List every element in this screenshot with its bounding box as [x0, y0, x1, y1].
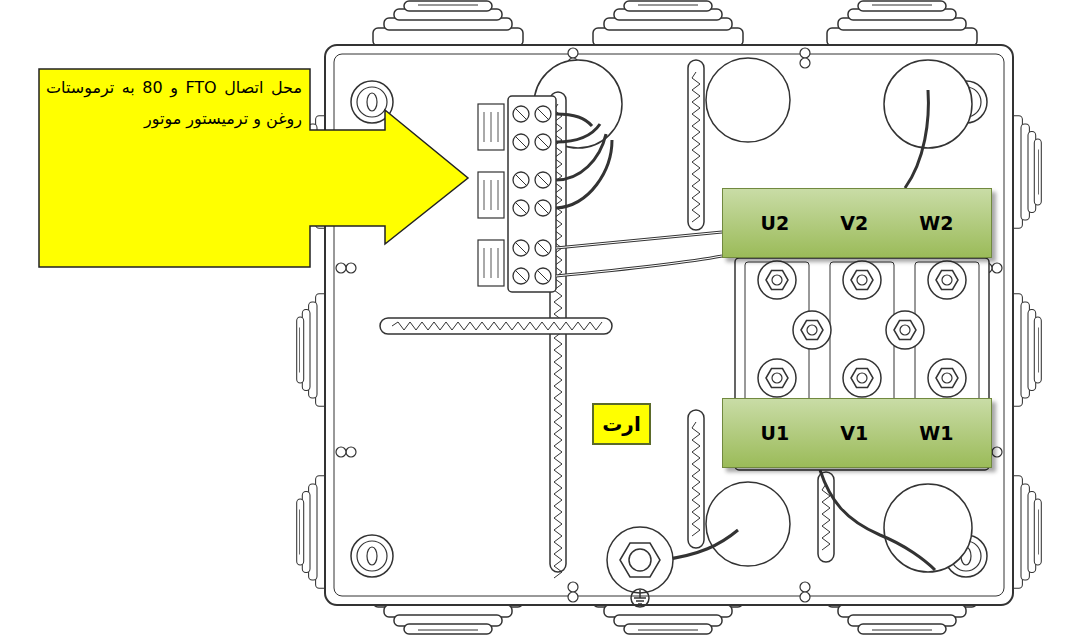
housing-inner-edge — [334, 54, 1004, 596]
callout-arrow-outline — [39, 69, 468, 267]
cable-gland — [297, 476, 329, 589]
wire — [662, 90, 935, 570]
terminal-strip — [478, 96, 556, 292]
cable-gland — [373, 1, 523, 46]
cable-entry — [706, 482, 790, 566]
cable-tie-slot — [688, 410, 704, 548]
terminal-nut — [843, 261, 881, 299]
terminal-nut — [843, 359, 881, 397]
terminal-label-band: U2 V2 W2 — [722, 188, 992, 258]
mounting-hole — [351, 535, 393, 577]
terminal-name: V1 — [840, 422, 868, 444]
lid-screw — [336, 263, 356, 273]
cable-gland — [1010, 116, 1042, 229]
terminal-nut — [758, 261, 796, 299]
terminal-name: U1 — [761, 422, 790, 444]
wire-highlight — [556, 232, 722, 276]
cable-gland — [1010, 294, 1042, 407]
lid-screw — [568, 582, 578, 602]
terminal-name: W1 — [919, 422, 953, 444]
housing — [325, 45, 1013, 605]
cable-gland — [1010, 476, 1042, 589]
terminal-name: W2 — [919, 212, 953, 234]
earth-symbol — [631, 589, 649, 607]
cable-gland — [593, 1, 743, 46]
lid-screw — [336, 447, 356, 457]
earth-bolt — [607, 527, 673, 593]
cable-tie-slot — [688, 60, 704, 230]
cable-gland — [827, 1, 977, 46]
terminal-nut — [758, 359, 796, 397]
terminal-nut — [886, 311, 924, 349]
terminal-nut — [928, 359, 966, 397]
lid-screw — [800, 48, 810, 68]
callout-arrow: محل اتصال FTO و 80 به ترموستات روغن و تر… — [38, 68, 470, 268]
terminal-nut — [793, 311, 831, 349]
wire — [556, 114, 722, 276]
terminal-nut — [928, 261, 966, 299]
earth-label-box: ارت — [592, 403, 651, 445]
terminal-name: V2 — [840, 212, 868, 234]
cable-entry — [884, 484, 972, 572]
terminal-label-band: U1 V1 W1 — [722, 398, 992, 468]
callout-shape — [38, 68, 470, 268]
cable-tie-slot — [380, 318, 612, 334]
terminal-block — [735, 258, 989, 470]
cable-entry — [706, 58, 790, 142]
lid-screw — [800, 582, 810, 602]
terminal-name: U2 — [761, 212, 790, 234]
label-text: ارت — [602, 412, 640, 436]
label-text: محل اتصال FTO و 80 به ترموستات روغن و تر… — [46, 72, 302, 134]
cable-gland — [297, 294, 329, 407]
